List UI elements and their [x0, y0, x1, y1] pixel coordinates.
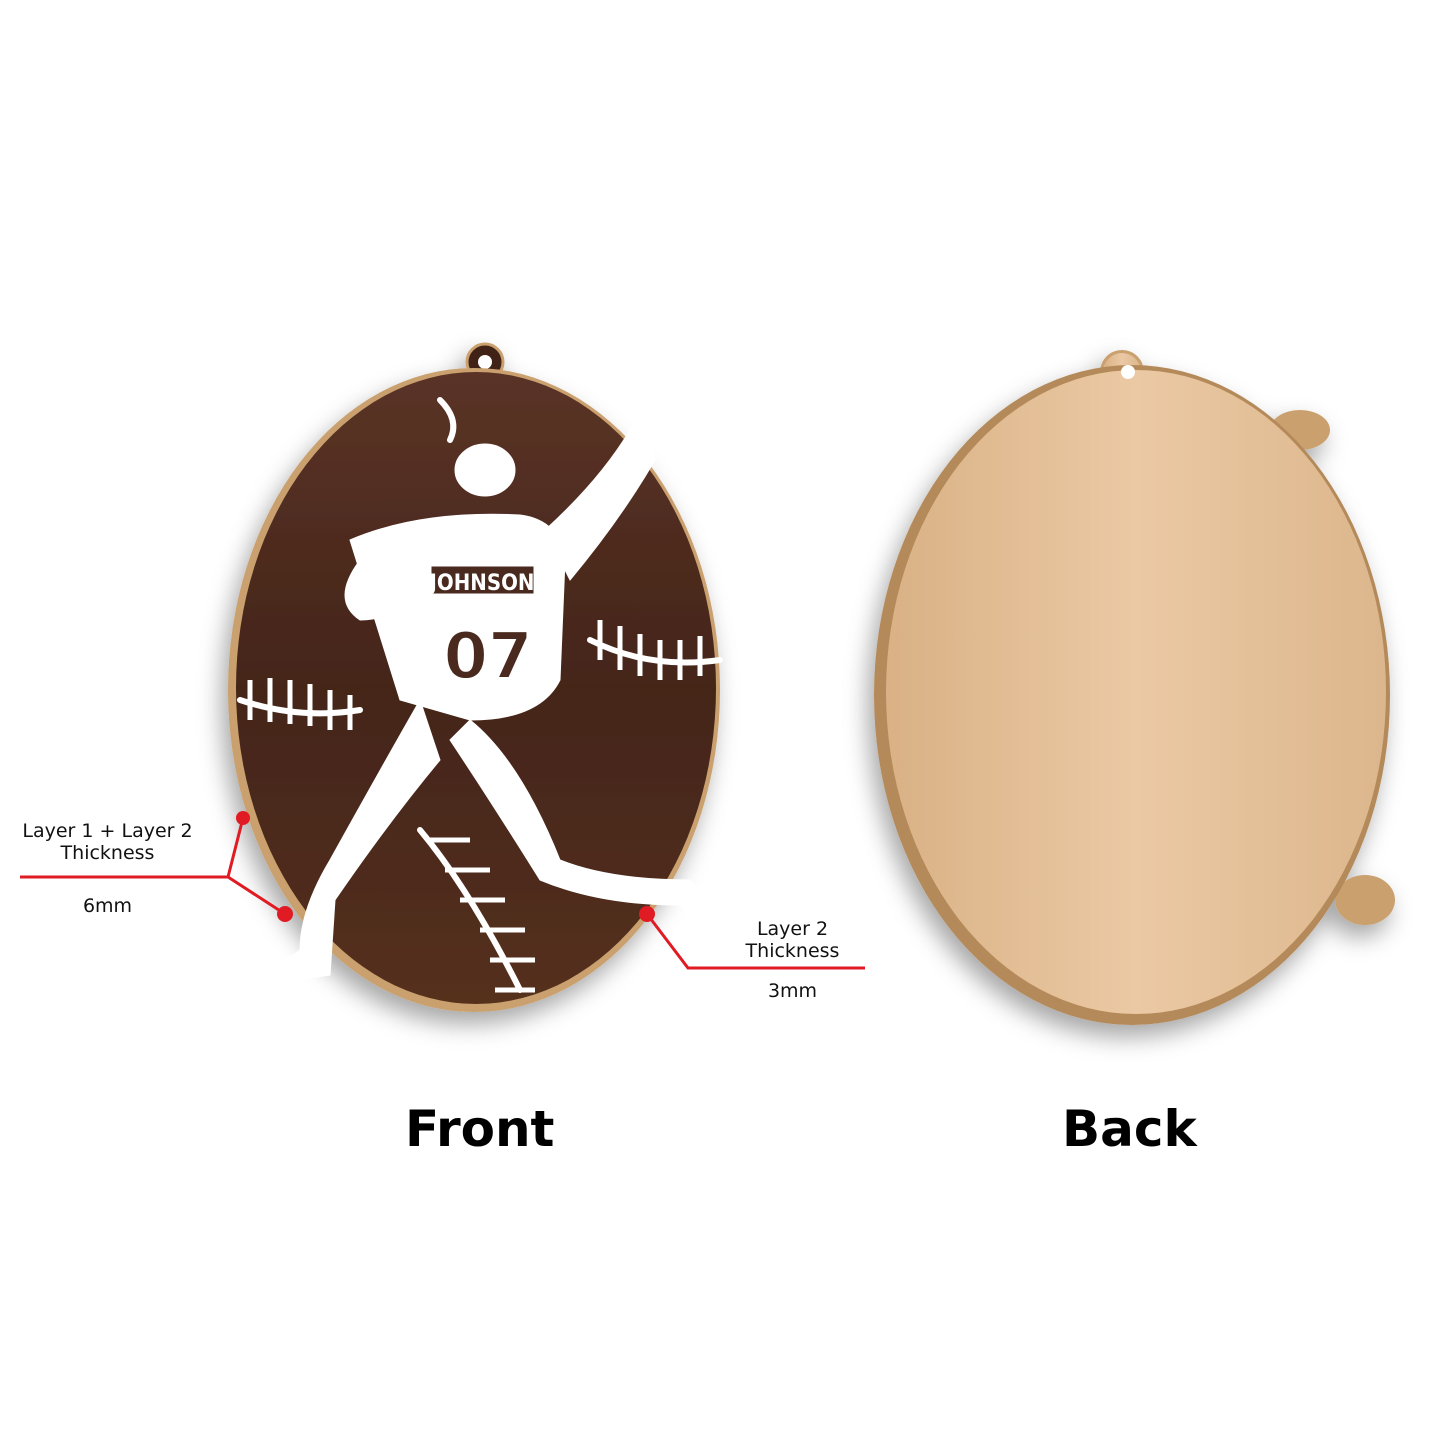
left-leg: [259, 698, 441, 986]
back-foot-tab: [1335, 875, 1395, 925]
marker-dot: [236, 811, 250, 825]
annotation-layer2: [639, 906, 865, 970]
glove: [344, 559, 406, 621]
hanging-hole: [478, 355, 492, 369]
throwing-arm: [544, 419, 656, 581]
helmet: [454, 443, 516, 497]
marker-dot: [277, 906, 293, 922]
right-leg: [449, 719, 742, 936]
seam-stitches: [247, 620, 703, 993]
marker-dot: [639, 906, 655, 922]
annotation-title-3mm: Layer 2 Thickness: [745, 918, 840, 962]
back-ornament: [874, 350, 1395, 1025]
back-hanging-hole: [1121, 365, 1135, 379]
annotation-layer1-2: [20, 811, 293, 922]
back-caption: Back: [1062, 1100, 1197, 1158]
annotation-value-3mm: 3mm: [767, 980, 818, 1002]
player-silhouette: [237, 397, 742, 993]
nameplate: [428, 563, 537, 597]
annotation-title-6mm: Layer 1 + Layer 2 Thickness: [22, 820, 193, 864]
annotation-value-6mm: 6mm: [82, 895, 133, 917]
jersey-number: 07: [443, 620, 532, 694]
front-caption: Front: [405, 1100, 555, 1158]
back-body: [886, 370, 1386, 1014]
jersey-name: JOHNSON: [428, 571, 535, 596]
